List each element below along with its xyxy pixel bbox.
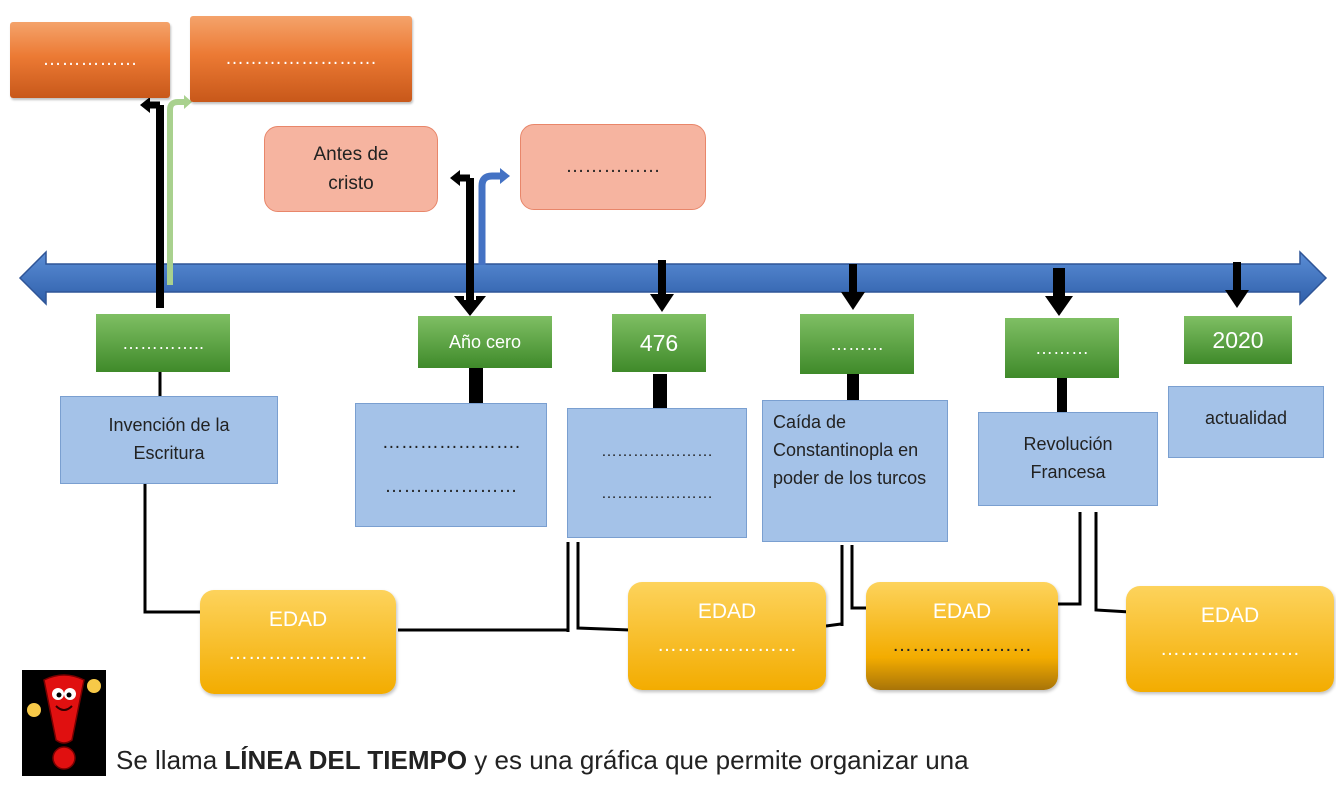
date-label-6: 2020	[1212, 326, 1264, 353]
date-box-1: …………..	[96, 314, 230, 372]
event-label-6: actualidad	[1204, 408, 1288, 428]
event-label-1: Invención de la Escritura	[108, 415, 230, 463]
definition-pre: Se llama	[116, 745, 225, 775]
definition-text: Se llama LÍNEA DEL TIEMPO y es una gráfi…	[116, 745, 969, 776]
event-box-4: Caída de Constantinopla en poder de los …	[762, 400, 948, 542]
event-box-2: …………………. …………………	[355, 403, 547, 527]
event-box-5: Revolución Francesa	[978, 412, 1158, 506]
event-box-3: ………………… …………………	[567, 408, 747, 538]
scroll-banner-1: ……………	[10, 22, 170, 98]
date-label-1: …………..	[121, 332, 204, 353]
scroll-banner-2: ……………………	[190, 16, 412, 102]
date-label-5: ………	[1035, 337, 1089, 358]
age-title-1: EDAD	[268, 608, 328, 631]
age-box-2: EDAD …………………	[628, 582, 826, 690]
age-box-1: EDAD …………………	[200, 590, 396, 694]
age-title-2: EDAD	[697, 600, 757, 623]
era-before-label: Antes de cristo	[313, 143, 389, 194]
date-box-3: 476	[612, 314, 706, 372]
age-box-4: EDAD …………………	[1126, 586, 1334, 692]
scroll-banner-1-text: ……………	[42, 49, 138, 70]
timeline-arrow	[18, 250, 1328, 306]
age-blank-2: …………………	[657, 634, 797, 656]
date-label-4: ………	[830, 333, 884, 354]
date-label-2: Año cero	[448, 331, 522, 352]
event-label-2: …………………. …………………	[381, 432, 521, 497]
definition-post: y es una gráfica que permite organizar u…	[467, 745, 969, 775]
era-before-christ: Antes de cristo	[264, 126, 438, 212]
age-title-3: EDAD	[932, 600, 992, 623]
age-blank-1: …………………	[228, 642, 368, 664]
exclamation-mascot-icon	[22, 670, 106, 776]
event-label-4: Caída de Constantinopla en poder de los …	[773, 412, 927, 488]
date-box-5: ………	[1005, 318, 1119, 378]
event-label-3: ………………… …………………	[601, 443, 713, 502]
era-after-christ: ……………	[520, 124, 706, 210]
date-box-6: 2020	[1184, 316, 1292, 364]
event-box-1: Invención de la Escritura	[60, 396, 278, 484]
age-blank-3: …………………	[892, 634, 1032, 656]
scroll-banner-2-text: ……………………	[225, 48, 377, 69]
date-box-2: Año cero	[418, 316, 552, 368]
date-box-4: ………	[800, 314, 914, 374]
definition-term: LÍNEA DEL TIEMPO	[224, 745, 468, 775]
event-label-5: Revolución Francesa	[1023, 434, 1113, 482]
age-blank-4: …………………	[1160, 638, 1300, 660]
age-box-3: EDAD …………………	[866, 582, 1058, 690]
event-box-6: actualidad	[1168, 386, 1324, 458]
date-label-3: 476	[639, 329, 679, 356]
era-after-label: ……………	[565, 156, 661, 178]
age-title-4: EDAD	[1200, 604, 1260, 627]
